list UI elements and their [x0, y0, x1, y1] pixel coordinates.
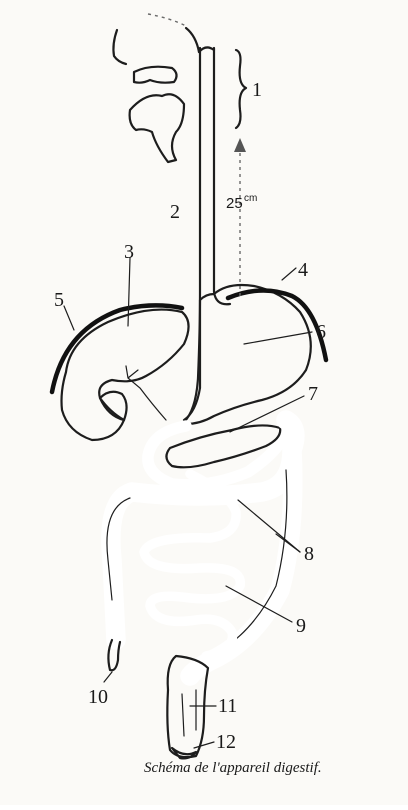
- stomach: [184, 285, 311, 424]
- length-arrow: 25 cm: [226, 138, 257, 296]
- label-8: 8: [304, 543, 314, 565]
- head-profile: [113, 14, 199, 64]
- label-11: 11: [218, 695, 237, 717]
- label-2: 2: [170, 201, 180, 223]
- label-12: 12: [216, 731, 236, 753]
- esophagus: [184, 47, 230, 422]
- label-5: 5: [54, 289, 64, 311]
- liver: [62, 310, 189, 440]
- measurement-unit: cm: [244, 193, 257, 204]
- label-10: 10: [88, 686, 108, 708]
- mouth-bracket: [236, 50, 246, 128]
- figure-caption: Schéma de l'appareil digestif.: [144, 760, 322, 776]
- label-1: 1: [252, 79, 262, 101]
- diaphragm: [52, 290, 326, 392]
- mouth-cavity: [130, 67, 184, 162]
- label-3: 3: [124, 241, 134, 263]
- label-7: 7: [308, 383, 318, 405]
- measurement-value: 25: [226, 195, 243, 212]
- label-6: 6: [316, 321, 326, 343]
- label-4: 4: [298, 259, 308, 281]
- duodenum: [148, 426, 286, 485]
- label-9: 9: [296, 615, 306, 637]
